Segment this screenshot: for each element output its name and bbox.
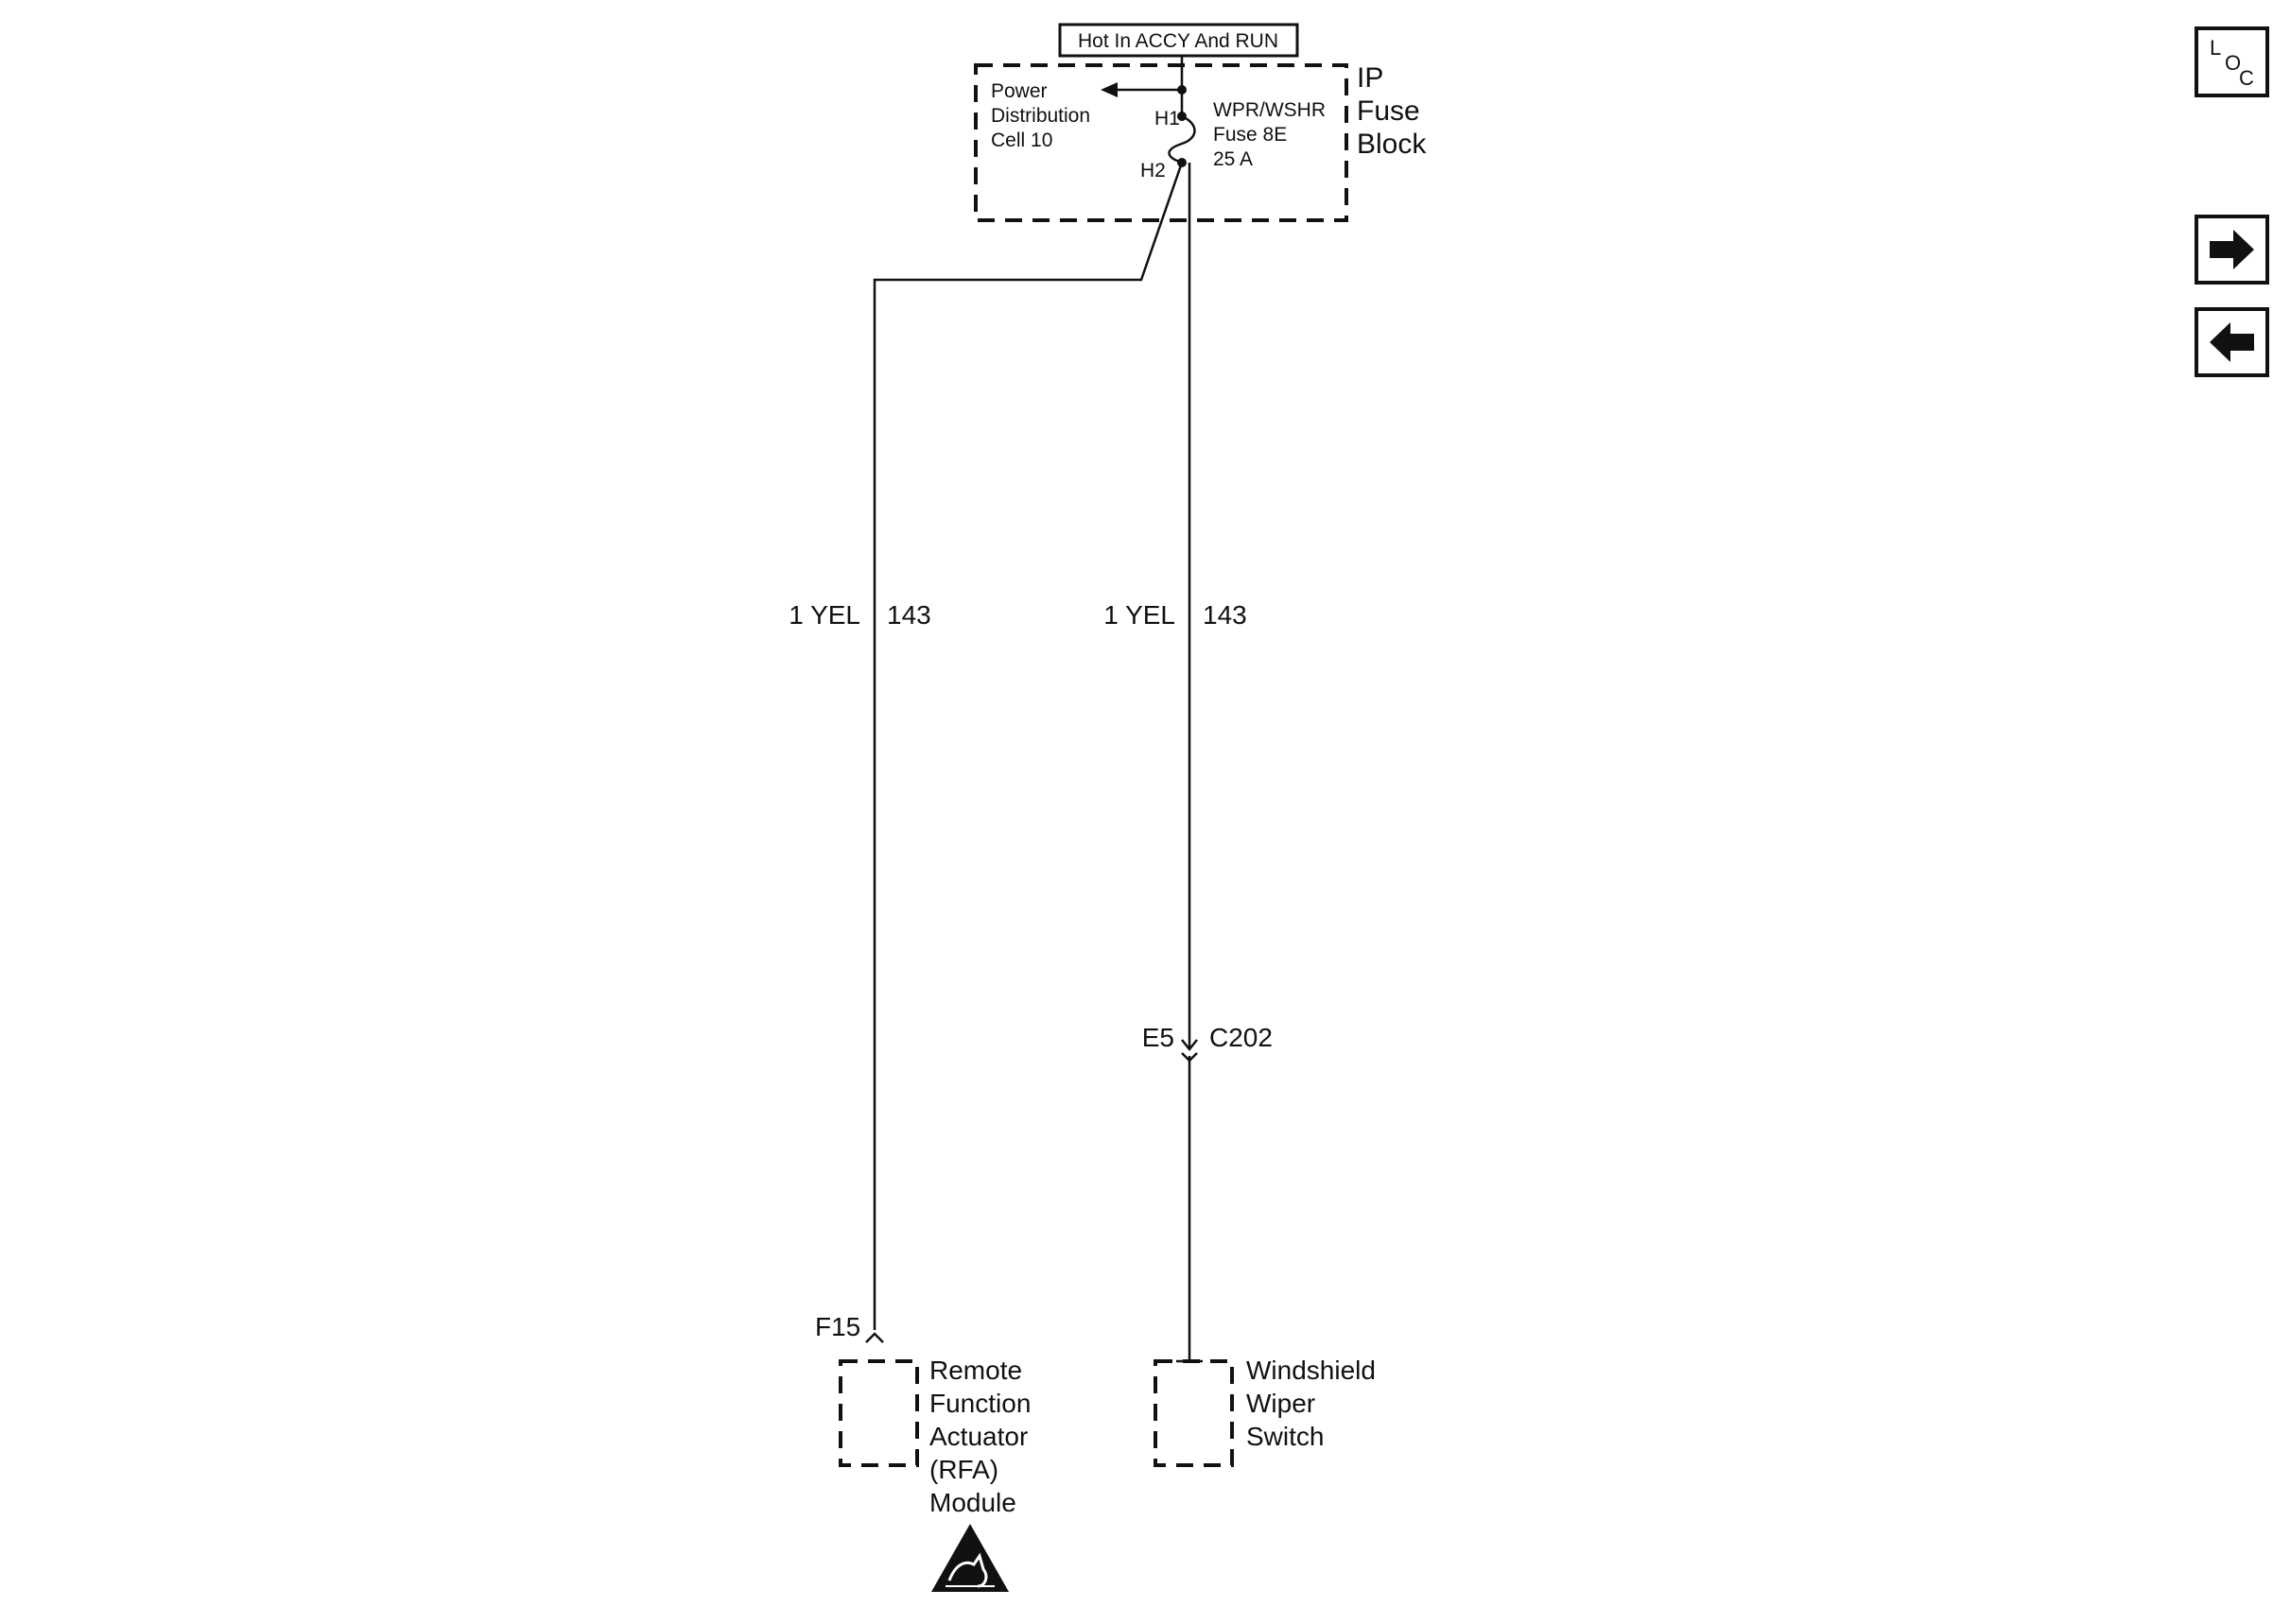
- loc-letter-l: L: [2210, 36, 2221, 60]
- terminal-h2-label: H2: [1140, 160, 1166, 181]
- wire-to-rfa: 1 YEL 143 F15: [789, 162, 1184, 1343]
- connector-name-label: C202: [1209, 1023, 1273, 1052]
- wire-left-circuit: 143: [887, 600, 931, 630]
- power-distribution-line-1: Power: [991, 80, 1048, 102]
- ip-fuse-block: IP Fuse Block Power Distribution Cell 10…: [974, 56, 1427, 222]
- fuse-block-title-line-3: Block: [1357, 129, 1427, 160]
- hot-in-label-text: Hot In ACCY And RUN: [1078, 30, 1278, 52]
- rfa-name-line-4: (RFA): [929, 1455, 998, 1484]
- rfa-pin-label: F15: [815, 1312, 860, 1341]
- connector-c202: E5 C202: [1142, 1023, 1273, 1063]
- hot-in-label: Hot In ACCY And RUN: [1058, 23, 1299, 58]
- wiper-switch: Windshield Wiper Switch: [1154, 1356, 1376, 1467]
- arrow-right-icon: [2210, 230, 2254, 269]
- loc-button[interactable]: L O C: [2195, 26, 2269, 97]
- wiper-switch-name-line-3: Switch: [1246, 1422, 1324, 1451]
- rfa-module: Remote Function Actuator (RFA) Module: [839, 1356, 1031, 1592]
- wire-to-wiper-switch: 1 YEL 143 E5 C202: [1103, 163, 1273, 1363]
- power-distribution-line-2: Distribution: [991, 105, 1090, 127]
- power-distribution-arrow-head: [1101, 82, 1118, 97]
- fuse-name-line-3: 25 A: [1213, 148, 1253, 170]
- wire-right-circuit: 143: [1203, 600, 1247, 630]
- wire-left-gauge-color: 1 YEL: [789, 600, 860, 630]
- previous-page-button[interactable]: [2195, 307, 2269, 377]
- power-distribution-line-3: Cell 10: [991, 130, 1052, 151]
- wiper-switch-name-line-1: Windshield: [1246, 1356, 1376, 1385]
- fuse-splice-dot: [1177, 85, 1187, 95]
- loc-letter-o: O: [2225, 51, 2241, 75]
- fuse-name-line-1: WPR/WSHR: [1213, 99, 1326, 121]
- fuse-icon: [1168, 114, 1196, 164]
- fuse-block-title-line-1: IP: [1357, 62, 1383, 94]
- next-page-button[interactable]: [2195, 215, 2269, 285]
- rfa-name-line-1: Remote: [929, 1356, 1022, 1385]
- arrow-left-icon: [2210, 322, 2254, 362]
- rfa-name-line-5: Module: [929, 1488, 1016, 1517]
- fuse-block-title-line-2: Fuse: [1357, 95, 1420, 127]
- loc-letter-c: C: [2239, 66, 2254, 90]
- connector-pin-label: E5: [1142, 1023, 1174, 1052]
- wire-right-gauge-color: 1 YEL: [1103, 600, 1175, 630]
- fuse-name-line-2: Fuse 8E: [1213, 124, 1287, 146]
- rfa-name-line-2: Function: [929, 1389, 1031, 1418]
- rfa-pin-terminal: [865, 1332, 884, 1343]
- rfa-name-line-3: Actuator: [929, 1422, 1028, 1451]
- terminal-h1-label: H1: [1154, 108, 1180, 130]
- wiper-switch-name-line-2: Wiper: [1246, 1389, 1315, 1418]
- esd-warning-icon: [931, 1524, 1009, 1592]
